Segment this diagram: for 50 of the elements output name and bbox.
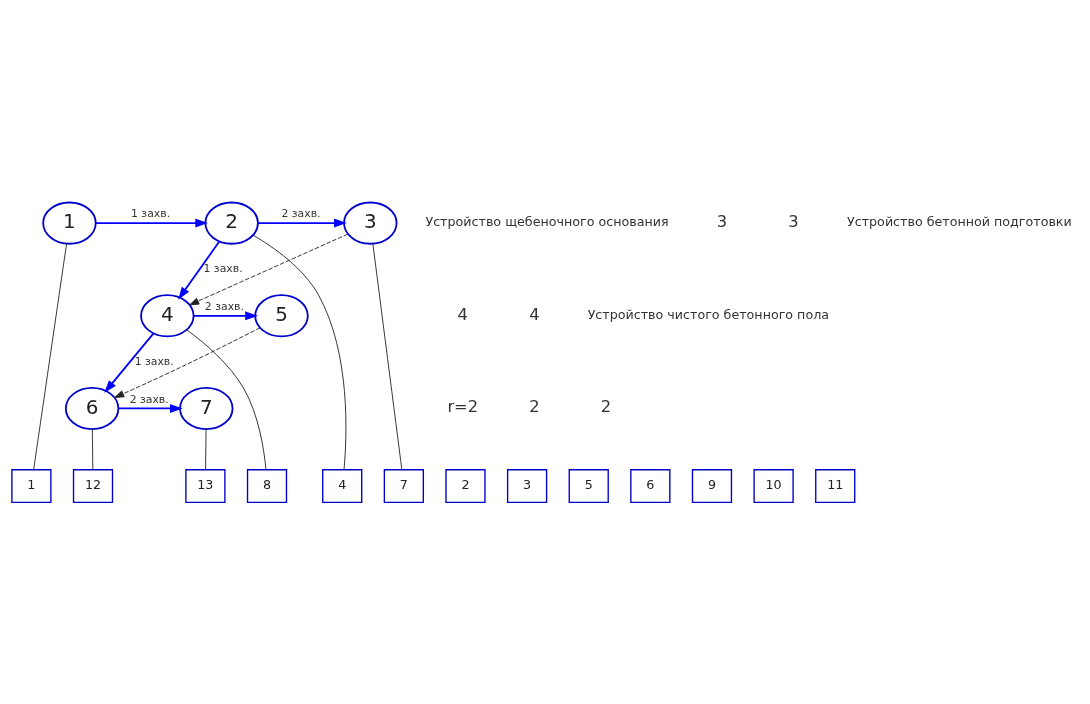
node-ellipse: 7 xyxy=(179,386,234,430)
node-box: 9 xyxy=(691,468,733,503)
node-box: 13 xyxy=(185,468,226,503)
node-ellipse: 1 xyxy=(42,201,97,245)
label: Устройство щебеночного основания xyxy=(425,213,669,229)
arrow xyxy=(104,331,155,393)
label: 2 xyxy=(600,396,612,416)
node-box: 3 xyxy=(506,468,548,503)
arrow xyxy=(117,403,183,413)
arrow xyxy=(94,218,208,228)
label: 4 xyxy=(529,304,540,324)
node-box: 1 xyxy=(11,468,52,503)
edge-label: 1 захв. xyxy=(134,354,174,368)
label: 2 xyxy=(529,396,540,416)
node-box: 10 xyxy=(753,468,794,503)
label: 3 xyxy=(716,211,728,231)
edge-label: 1 захв. xyxy=(203,261,243,275)
label: Устройство чистого бетонного пола xyxy=(587,306,830,322)
node-ellipse: 5 xyxy=(254,293,309,337)
node-box: 4 xyxy=(322,468,363,503)
edge-label: 2 захв. xyxy=(204,299,244,313)
node-box: 11 xyxy=(815,468,856,503)
node-box: 7 xyxy=(383,468,424,503)
connector xyxy=(372,242,403,470)
edge-label: 2 захв. xyxy=(281,206,321,220)
node-ellipse: 2 xyxy=(204,201,259,245)
edge-label: 2 захв. xyxy=(129,392,169,406)
connector xyxy=(91,428,94,470)
connector xyxy=(205,428,207,470)
node-box: 8 xyxy=(246,468,288,503)
node-box: 5 xyxy=(568,468,609,503)
connector xyxy=(252,234,347,470)
arrow xyxy=(114,326,261,398)
arrow xyxy=(257,218,347,228)
label: r=2 xyxy=(447,396,479,416)
connector xyxy=(33,242,68,470)
arrow xyxy=(178,240,221,300)
connector xyxy=(186,328,267,470)
node-box: 2 xyxy=(445,468,486,503)
node-ellipse: 4 xyxy=(140,293,195,337)
node-box: 6 xyxy=(630,468,671,503)
node-ellipse: 6 xyxy=(64,386,120,430)
label: 4 xyxy=(457,304,468,324)
node-ellipse: 3 xyxy=(343,201,398,245)
label: Устройство бетонной подготовки xyxy=(847,213,1072,229)
label: 3 xyxy=(788,211,799,231)
node-box: 12 xyxy=(72,468,114,503)
arrow xyxy=(192,310,258,320)
edge-label: 1 захв. xyxy=(131,206,171,220)
arrow xyxy=(189,233,349,305)
